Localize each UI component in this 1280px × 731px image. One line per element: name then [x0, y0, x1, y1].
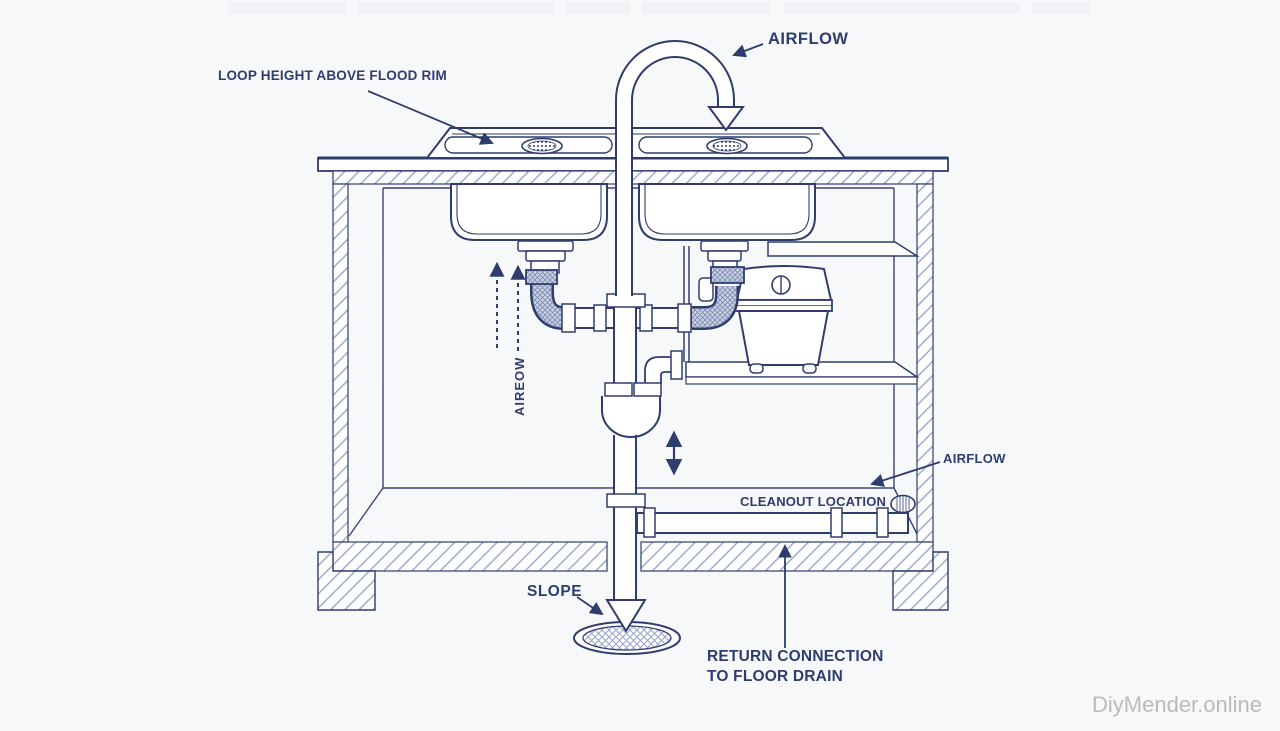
p-trap: [601, 396, 661, 438]
label-cleanout-location: CLEANOUT LOCATION: [740, 494, 886, 509]
cabinet-right-wall: [916, 183, 934, 543]
cleanout-pipe: [636, 512, 909, 534]
cabinet-left-foot: [317, 551, 376, 611]
trap-flange: [604, 382, 633, 397]
vertical-pipe-walls: [613, 295, 637, 600]
cropped-title-ghost: [228, 2, 1090, 14]
cleanout-run: [636, 494, 916, 538]
slope-leader: [576, 596, 604, 616]
sink-deck: [424, 127, 848, 159]
stack-coupling: [606, 493, 646, 508]
left-bowl-opening: [444, 136, 613, 154]
label-loop-height: LOOP HEIGHT ABOVE FLOOD RIM: [218, 68, 447, 83]
disposal-canister: [734, 265, 833, 374]
annotation-arrows: [367, 43, 941, 648]
label-return-line2: TO FLOOR DRAIN: [707, 668, 843, 685]
upper-shelf: [767, 241, 920, 257]
labels: LOOP HEIGHT ABOVE FLOOD RIM AIRFLOW AIRE…: [218, 30, 1262, 717]
left-hose-nut: [525, 269, 558, 285]
cabinet-bottom-left: [332, 541, 608, 572]
label-airflow-vertical: AIREOW: [512, 357, 527, 416]
right-flex-hose: [692, 286, 739, 330]
high-loop: [614, 40, 745, 296]
hose-clip: [698, 277, 714, 302]
cleanout-coupling: [643, 507, 656, 538]
left-bowl: [450, 183, 608, 241]
label-return-line1: RETURN CONNECTION: [707, 648, 883, 665]
canister-foot: [749, 363, 764, 374]
watermark: DiyMender.online: [1092, 692, 1262, 717]
pipe-couplings: [561, 303, 692, 333]
trap-flange: [633, 382, 662, 397]
label-slope: SLOPE: [527, 583, 582, 600]
lower-shelf-edge: [685, 376, 918, 385]
sink-bowls: [450, 183, 816, 241]
cabinet-bottom-right: [640, 541, 934, 572]
airflow-right-leader: [870, 461, 941, 487]
canister-body: [737, 310, 830, 366]
label-airflow-right: AIRFLOW: [943, 451, 1006, 466]
right-compartment: [683, 241, 920, 385]
cleanout-coupling: [876, 507, 889, 538]
vertical-drain-pipe: [614, 295, 636, 600]
drain-flow-arrow-icon: [605, 599, 647, 633]
cabinet-left-wall: [332, 183, 349, 543]
cabinet-right-foot: [892, 551, 949, 611]
label-airflow-top: AIRFLOW: [768, 30, 848, 48]
cleanout-coupling: [830, 507, 843, 538]
elbow-flange: [670, 350, 683, 380]
loop-outlet-arrow-icon: [707, 106, 745, 132]
loop-height-leader: [367, 90, 494, 145]
left-tailpiece: [517, 240, 574, 274]
right-bowl: [638, 183, 816, 241]
airflow-top-leader: [732, 43, 764, 58]
right-hose-nut: [710, 266, 745, 284]
canister-foot: [802, 363, 817, 374]
drain-plumbing: [517, 240, 916, 655]
